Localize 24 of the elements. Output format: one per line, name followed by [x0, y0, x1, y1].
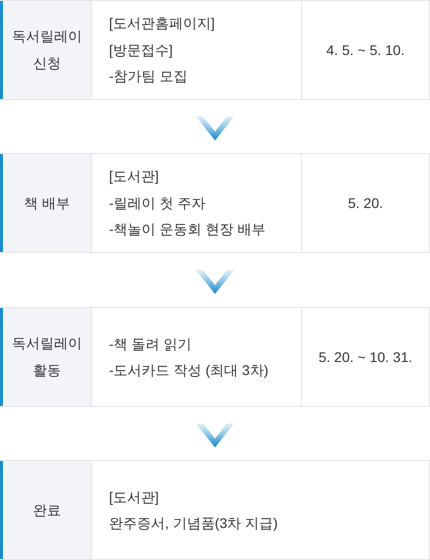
- step-name-cell: 독서릴레이 신청: [0, 1, 92, 99]
- description-line: -책 돌려 읽기: [109, 334, 192, 354]
- description-line: [도서관홈페이지]: [109, 14, 215, 34]
- chevron-arrow: [196, 116, 234, 140]
- description-line: -릴레이 첫 주자: [109, 194, 206, 213]
- description-line: [도서관]: [109, 167, 159, 186]
- step-name-cell: 독서릴레이 활동: [0, 308, 92, 406]
- step-row: [0, 307, 430, 407]
- step-row: [0, 0, 430, 100]
- date-cell: 5. 20. ~ 10. 31.: [301, 308, 429, 406]
- step-name-cell: 완료: [0, 461, 92, 559]
- step-row: [0, 460, 430, 560]
- chevron-arrow: [196, 424, 234, 448]
- date-cell: 5. 20.: [301, 154, 429, 252]
- description-line: [도서관]: [109, 488, 159, 507]
- description-line: -도서카드 작성 (최대 3차): [109, 361, 268, 380]
- description-line: 완주증서, 기념품(3차 지급): [109, 514, 278, 533]
- step-name-cell: 책 배부: [0, 154, 92, 252]
- date-cell: 4. 5. ~ 5. 10.: [301, 1, 429, 99]
- description-line: [방문접수]: [109, 40, 173, 60]
- chevron-arrow: [196, 270, 234, 294]
- description-line: -참가팀 모집: [109, 67, 188, 86]
- step-row: [0, 153, 430, 253]
- description-line: -책놀이 운동회 현장 배부: [109, 220, 266, 240]
